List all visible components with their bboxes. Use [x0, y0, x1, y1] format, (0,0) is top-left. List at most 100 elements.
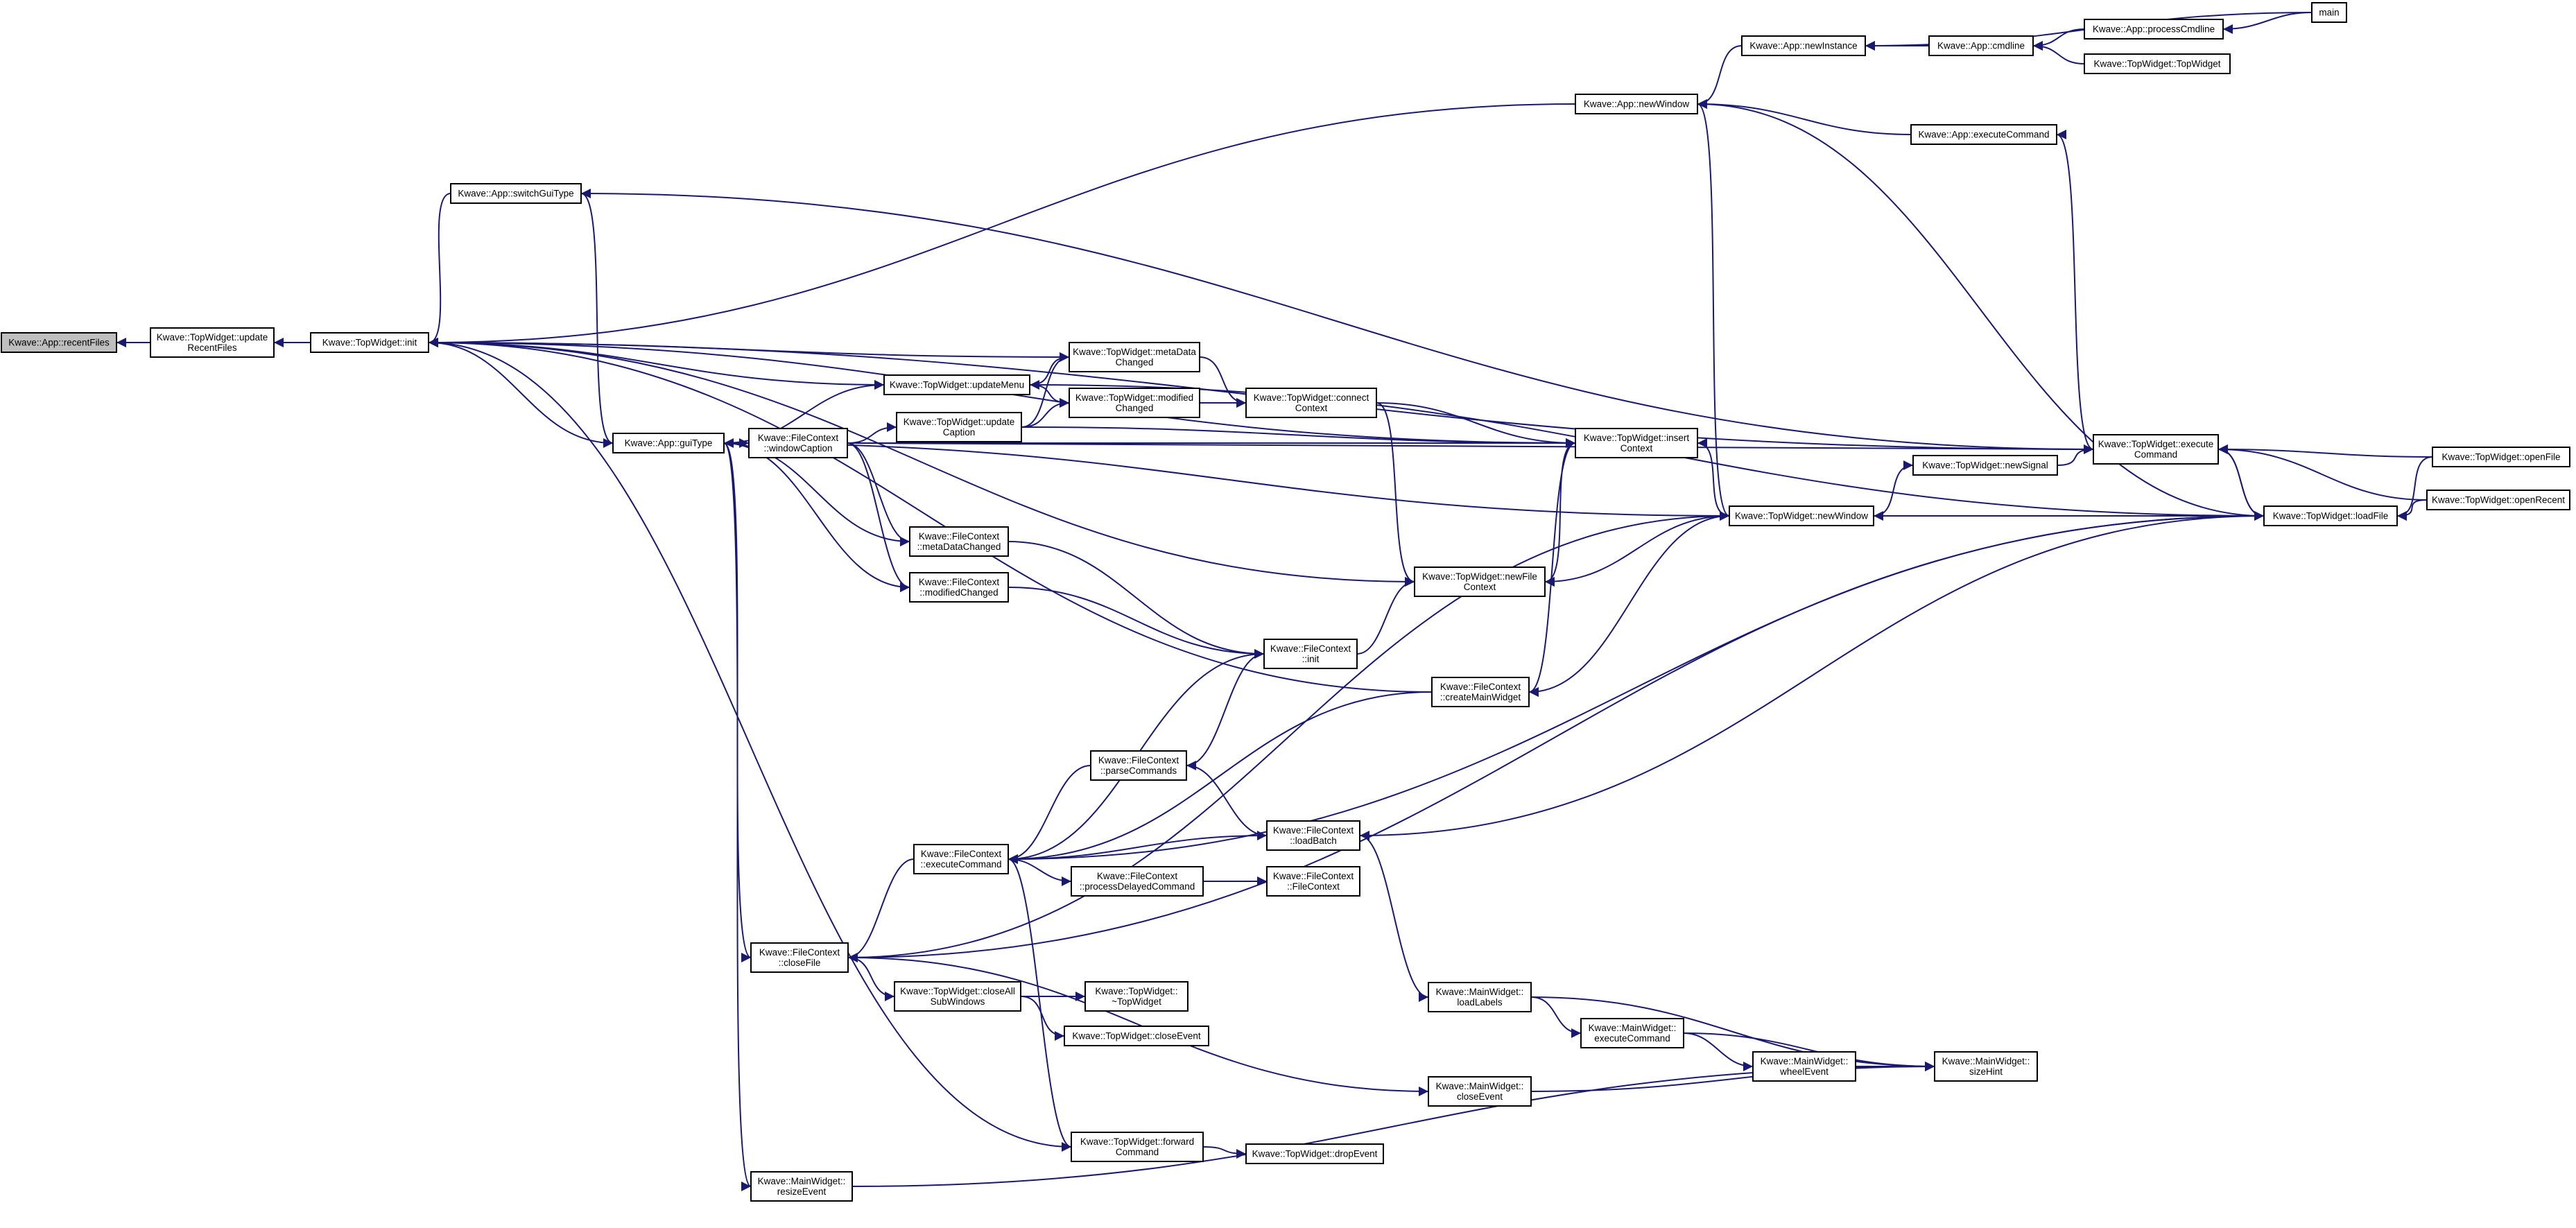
edge-loadLabels-to-mwExecuteCommand [1530, 996, 1582, 1038]
node-loadBatch[interactable]: Kwave::FileContext::loadBatch [1266, 820, 1360, 851]
node-fcCtor[interactable]: Kwave::FileContext::FileContext [1266, 866, 1360, 897]
node-box [750, 942, 849, 973]
node-box [894, 981, 1021, 1012]
node-label: Kwave::TopWidget::execute [2098, 439, 2214, 449]
node-dropEvent[interactable]: Kwave::TopWidget::dropEvent [1245, 1143, 1384, 1164]
node-metaDataChangedTW[interactable]: Kwave::TopWidget::metaDataChanged [1069, 342, 1200, 372]
node-label: Kwave::FileContext [1270, 643, 1351, 654]
node-openFile[interactable]: Kwave::TopWidget::openFile [2432, 447, 2570, 467]
node-mwExecuteCommand[interactable]: Kwave::MainWidget::executeCommand [1580, 1018, 1684, 1048]
node-processCmdline[interactable]: Kwave::App::processCmdline [2084, 19, 2224, 40]
edge-connectContext-to-newFileContext [1376, 402, 1415, 587]
node-tw_init[interactable]: Kwave::TopWidget::init [310, 332, 429, 353]
node-parseCommands[interactable]: Kwave::FileContext::parseCommands [1090, 750, 1187, 781]
edge-guiType-to-modifiedChangedFC [723, 442, 910, 592]
node-main[interactable]: main [2311, 2, 2347, 23]
node-label: Kwave::TopWidget::metaData [1073, 347, 1196, 357]
node-mwCloseEvent[interactable]: Kwave::MainWidget::closeEvent [1428, 1076, 1532, 1107]
node-box [1266, 866, 1360, 897]
edge-metaDataChangedFC-to-fc_init [1008, 541, 1265, 659]
node-metaDataChangedFC[interactable]: Kwave::FileContext::metaDataChanged [909, 526, 1009, 557]
node-newWindowApp[interactable]: Kwave::App::newWindow [1575, 94, 1698, 114]
node-label: ~TopWidget [1112, 996, 1161, 1007]
edge-updateMenu-to-modifiedChangedTW [1029, 384, 1070, 408]
edge-loadFile-to-loadBatch [1359, 515, 2265, 840]
node-twCtor[interactable]: Kwave::TopWidget::TopWidget [2084, 53, 2231, 74]
node-box [2084, 19, 2224, 40]
node-box [883, 374, 1030, 395]
edge-updateCaption-to-insertContext [1021, 426, 1576, 448]
edge-newWindowTW-to-createMainWidget [1528, 515, 1730, 697]
node-executeCommandApp[interactable]: Kwave::App::executeCommand [1910, 124, 2057, 145]
node-label: Kwave::FileContext [921, 849, 1002, 859]
edge-forwardCommand-to-dropEvent [1202, 1146, 1247, 1159]
node-twDtor[interactable]: Kwave::TopWidget::~TopWidget [1084, 981, 1188, 1012]
edge-executeCommandTW-to-loadFile [2218, 449, 2265, 521]
node-recentFiles[interactable]: Kwave::App::recentFiles [1, 332, 117, 353]
edge-updateMenu-to-metaDataChangedTW [1029, 352, 1070, 386]
node-box [1245, 1143, 1384, 1164]
node-label: executeCommand [1594, 1033, 1670, 1044]
node-box [909, 572, 1009, 603]
node-box [450, 183, 582, 204]
node-windowCaption[interactable]: Kwave::FileContext::windowCaption [748, 428, 848, 458]
node-closeFile[interactable]: Kwave::FileContext::closeFile [750, 942, 849, 973]
node-loadFile[interactable]: Kwave::TopWidget::loadFile [2263, 505, 2398, 526]
node-newWindowTW[interactable]: Kwave::TopWidget::newWindow [1729, 505, 1874, 526]
node-processDelayedCommand[interactable]: Kwave::FileContext::processDelayedComman… [1071, 866, 1204, 897]
edge-newWindowApp-to-newWindowTW [1697, 103, 1730, 521]
node-wheelEvent[interactable]: Kwave::MainWidget::wheelEvent [1752, 1051, 1856, 1082]
edge-main-to-processCmdline [2222, 12, 2313, 34]
node-modifiedChangedFC[interactable]: Kwave::FileContext::modifiedChanged [909, 572, 1009, 603]
node-label: Kwave::MainWidget:: [1436, 987, 1524, 997]
node-box [909, 526, 1009, 557]
edge-modifiedChangedFC-to-fc_init [1008, 587, 1265, 659]
node-guiType[interactable]: Kwave::App::guiType [612, 433, 725, 453]
node-label: Kwave::FileContext [1273, 825, 1354, 836]
node-executeCommandTW[interactable]: Kwave::TopWidget::executeCommand [2093, 434, 2219, 465]
node-resizeEvent[interactable]: Kwave::MainWidget::resizeEvent [750, 1171, 853, 1202]
node-updateMenu[interactable]: Kwave::TopWidget::updateMenu [883, 374, 1030, 395]
node-newSignal[interactable]: Kwave::TopWidget::newSignal [1912, 455, 2058, 476]
node-loadLabels[interactable]: Kwave::MainWidget::loadLabels [1428, 982, 1532, 1012]
node-closeEventTW[interactable]: Kwave::TopWidget::closeEvent [1064, 1026, 1209, 1046]
node-label: main [2319, 8, 2339, 18]
node-fc_init[interactable]: Kwave::FileContext::init [1263, 639, 1358, 669]
node-box [150, 327, 275, 358]
edge-metaDataChangedTW-to-tw_init [428, 338, 1070, 358]
edge-createMainWidget-to-tw_init [428, 338, 1433, 693]
edge-executeCommandFC-to-closeFile [847, 858, 915, 962]
node-label: Kwave::TopWidget::update [157, 332, 268, 343]
node-label: ::processDelayedCommand [1080, 881, 1195, 892]
node-box [750, 1171, 853, 1202]
node-createMainWidget[interactable]: Kwave::FileContext::createMainWidget [1431, 677, 1530, 707]
edge-newWindowTW-to-newFileContext [1544, 515, 1730, 587]
node-box [2311, 2, 2347, 23]
node-openRecent[interactable]: Kwave::TopWidget::openRecent [2426, 490, 2570, 510]
node-executeCommandFC[interactable]: Kwave::FileContext::executeCommand [913, 844, 1009, 874]
node-sizeHint[interactable]: Kwave::MainWidget::sizeHint [1934, 1051, 2038, 1082]
node-label: Kwave::FileContext [919, 577, 1000, 587]
edge-loadLabels-to-sizeHint [1530, 996, 1935, 1071]
node-box [1414, 567, 1546, 597]
node-label: ::init [1302, 654, 1320, 664]
node-box [1069, 342, 1200, 372]
node-box [1741, 35, 1866, 56]
node-cmdline[interactable]: Kwave::App::cmdline [1928, 35, 2034, 56]
node-newInstance[interactable]: Kwave::App::newInstance [1741, 35, 1866, 56]
node-box [913, 844, 1009, 874]
node-modifiedChangedTW[interactable]: Kwave::TopWidget::modifiedChanged [1069, 388, 1200, 418]
node-box [1928, 35, 2034, 56]
node-switchGuiType[interactable]: Kwave::App::switchGuiType [450, 183, 582, 204]
node-label: Kwave::MainWidget:: [1761, 1056, 1849, 1066]
edge-newFileContext-to-tw_init [428, 338, 1415, 582]
